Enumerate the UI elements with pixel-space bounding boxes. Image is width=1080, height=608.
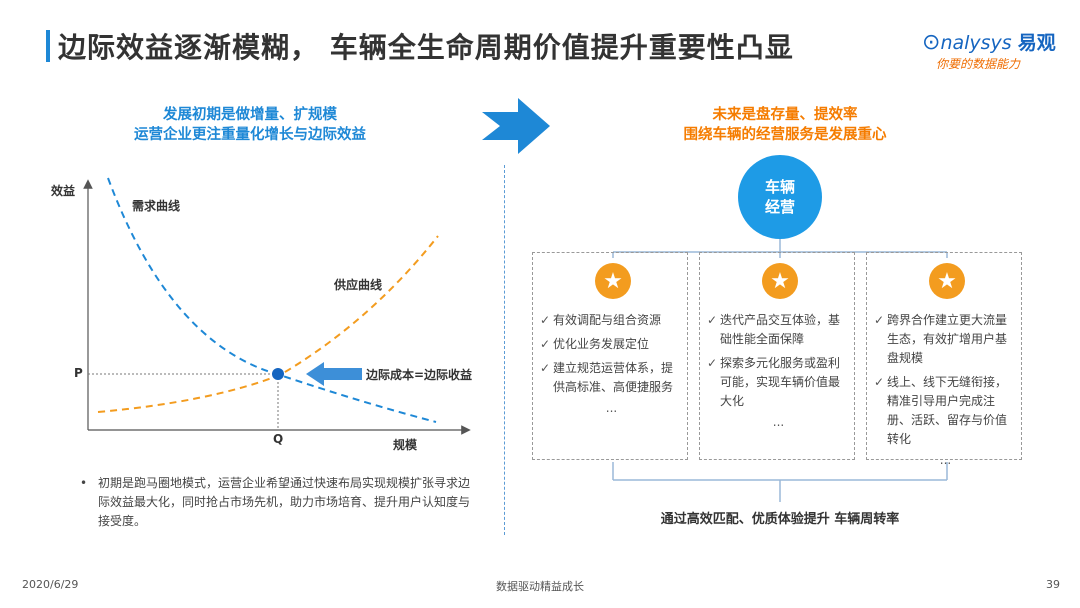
logo-main-text: nalysys <box>940 32 1012 54</box>
service-column-2: ✓迭代产品交互体验，基础性能全面保障 ✓探索多元化服务或盈利可能，实现车辆价值最… <box>699 252 855 460</box>
equilibrium-point <box>272 368 284 380</box>
left-heading: 发展初期是做增量、扩规模 运营企业更注重量化增长与边际效益 <box>90 105 410 145</box>
left-heading-line2: 运营企业更注重量化增长与边际效益 <box>134 127 366 143</box>
note-bullet: • <box>80 476 88 490</box>
supply-curve <box>97 235 439 413</box>
more-dots: ... <box>939 453 952 467</box>
column-item: ✓线上、线下无缝衔接，精准引导用户完成注册、活跃、留存与价值转化 <box>874 375 1008 446</box>
title-accent-bar <box>46 30 50 62</box>
page-title: 边际效益逐渐模糊， 车辆全生命周期价值提升重要性凸显 <box>58 31 794 64</box>
check-icon: ✓ <box>874 375 885 389</box>
more-dots: ... <box>772 415 785 429</box>
more-dots: ... <box>605 401 618 415</box>
callout-arrow-icon <box>306 362 362 386</box>
left-note: • 初期是跑马圈地模式，运营企业希望通过快速布局实现规模扩张寻求边际效益最大化，… <box>80 474 480 531</box>
supply-curve-label: 供应曲线 <box>334 278 383 292</box>
marginal-callout-label: 边际成本=边际收益 <box>366 368 473 382</box>
demand-curve <box>107 177 437 423</box>
star-icon: ★ <box>595 263 631 299</box>
y-axis-label: 效益 <box>51 184 76 198</box>
note-text: 初期是跑马圈地模式，运营企业希望通过快速布局实现规模扩张寻求边际效益最大化，同时… <box>98 476 471 528</box>
column-item: ✓建立规范运营体系，提供高标准、高便捷服务 <box>540 361 674 394</box>
center-line2: 经营 <box>764 198 795 216</box>
column-item: ✓跨界合作建立更大流量生态，有效扩增用户基盘规模 <box>874 313 1008 365</box>
check-icon: ✓ <box>540 337 551 351</box>
x-axis-label: 规模 <box>393 438 418 452</box>
service-column-1: ✓有效调配与组合资源 ✓优化业务发展定位 ✓建立规范运营体系，提供高标准、高便捷… <box>532 252 688 460</box>
star-icon: ★ <box>762 263 798 299</box>
column-item: ✓迭代产品交互体验，基础性能全面保障 <box>707 313 841 346</box>
section-divider <box>504 165 505 535</box>
check-icon: ✓ <box>707 313 718 327</box>
q-label: Q <box>273 432 284 446</box>
star-icon: ★ <box>929 263 965 299</box>
center-line1: 车辆 <box>764 178 795 196</box>
check-icon: ✓ <box>540 361 551 375</box>
bottom-summary: 通过高效匹配、优质体验提升 车辆周转率 <box>660 512 900 527</box>
check-icon: ✓ <box>540 313 551 327</box>
column-item: ✓有效调配与组合资源 <box>540 311 683 330</box>
vehicle-operation-circle: 车辆经营 <box>738 155 822 239</box>
logo-slogan: 你要的数据能力 <box>936 57 1021 71</box>
analysys-logo: ⊙nalysys 易观 你要的数据能力 <box>922 30 1056 71</box>
right-heading: 未来是盘存量、提效率 围绕车辆的经营服务是发展重心 <box>650 105 920 145</box>
demand-curve-label: 需求曲线 <box>132 199 181 213</box>
right-heading-line2: 围绕车辆的经营服务是发展重心 <box>683 127 887 143</box>
transition-arrow-icon <box>482 98 550 154</box>
service-column-3: ✓跨界合作建立更大流量生态，有效扩增用户基盘规模 ✓线上、线下无缝衔接，精准引导… <box>866 252 1022 466</box>
column-item: ✓探索多元化服务或盈利可能，实现车辆价值最大化 <box>707 356 841 408</box>
marginal-benefit-chart <box>83 177 471 435</box>
check-icon: ✓ <box>874 313 885 327</box>
check-icon: ✓ <box>707 356 718 370</box>
left-heading-line1: 发展初期是做增量、扩规模 <box>163 107 337 123</box>
p-label: P <box>74 366 83 380</box>
footer-date: 2020/6/29 <box>22 578 79 591</box>
footer-center-text: 数据驱动精益成长 <box>496 580 584 593</box>
page-number: 39 <box>1046 578 1060 591</box>
column-item: ✓优化业务发展定位 <box>540 335 683 354</box>
right-heading-line1: 未来是盘存量、提效率 <box>712 107 858 123</box>
logo-cn-text: 易观 <box>1017 32 1056 54</box>
